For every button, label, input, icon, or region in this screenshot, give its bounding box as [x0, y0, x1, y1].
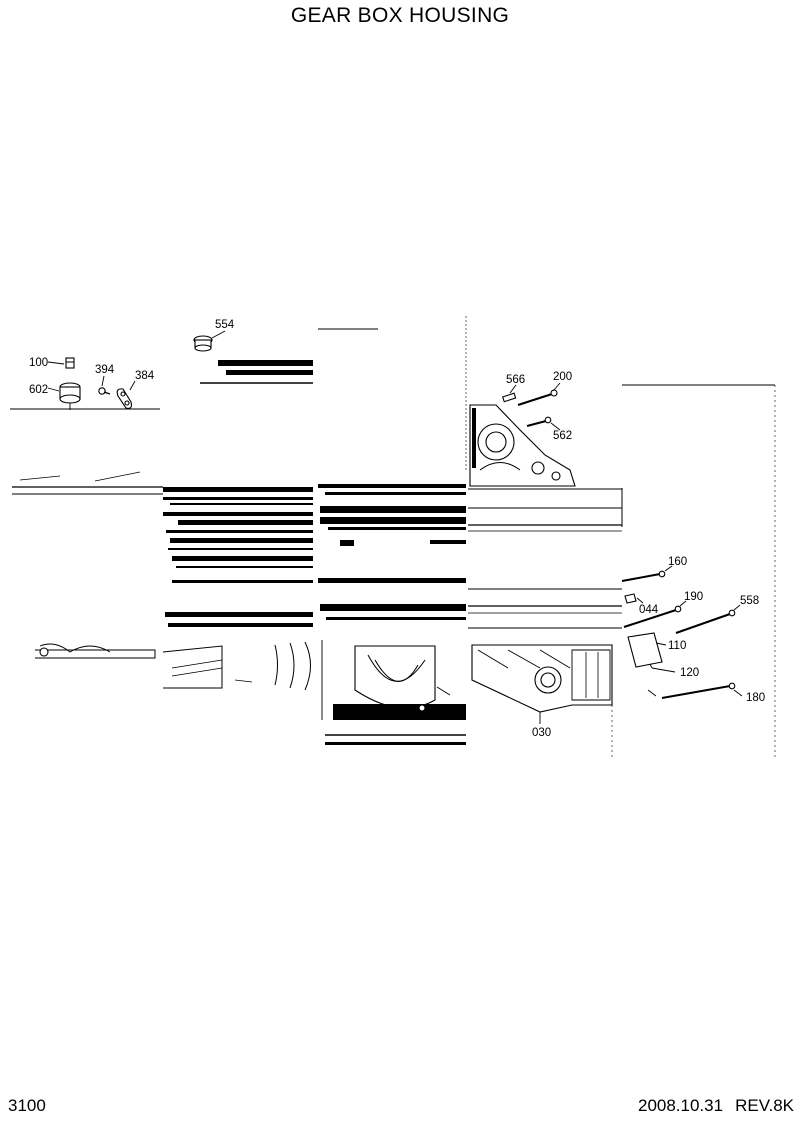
revision-info: 2008.10.31 REV.8K [638, 1096, 794, 1116]
small-parts-cluster [10, 330, 313, 410]
bolt-part [98, 387, 111, 395]
page-title: GEAR BOX HOUSING [290, 4, 510, 27]
callout-200: 200 [553, 371, 572, 383]
screw-part [65, 357, 75, 369]
callout-566: 566 [506, 374, 525, 386]
revision-code: REV.8K [735, 1096, 794, 1115]
callout-384: 384 [135, 370, 155, 382]
callout-558: 558 [740, 595, 759, 607]
long-bolt-part [517, 389, 558, 406]
callout-554: 554 [215, 319, 235, 331]
callout-602: 602 [29, 384, 48, 396]
cap-part [59, 382, 81, 404]
callout-190: 190 [684, 591, 703, 603]
revision-date: 2008.10.31 [637, 1096, 724, 1115]
callout-100: 100 [29, 357, 48, 369]
callout-044: 044 [639, 604, 659, 616]
housing-middle-band [12, 471, 622, 629]
sheet-number: 3100 [8, 1096, 46, 1115]
pin-part [501, 392, 517, 403]
housing-cover [318, 316, 776, 760]
callout-110: 110 [668, 640, 686, 652]
callout-120: 120 [680, 667, 699, 679]
housing-lower-body [35, 640, 613, 760]
callout-394: 394 [95, 364, 115, 376]
callout-562: 562 [553, 430, 572, 442]
link-plate-part [116, 388, 132, 409]
callout-180: 180 [746, 692, 765, 704]
cover-bolts [621, 565, 743, 699]
callout-labels: 554 100 394 384 602 566 200 562 160 044 … [29, 319, 765, 739]
plug-part [193, 335, 213, 352]
callout-160: 160 [668, 556, 687, 568]
callout-030: 030 [532, 727, 551, 739]
